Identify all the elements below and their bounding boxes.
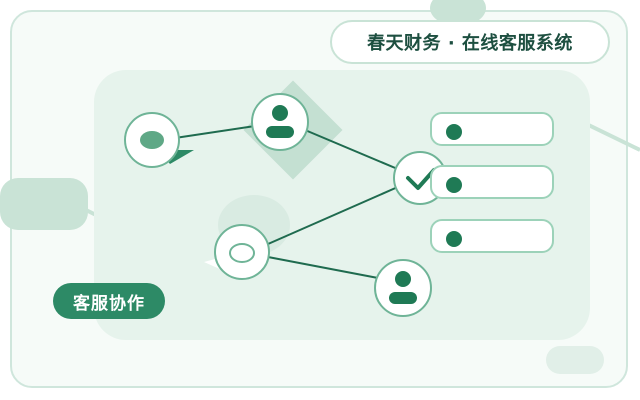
category-badge: 客服协作 xyxy=(53,283,165,319)
connector-2 xyxy=(304,129,401,171)
connector-3 xyxy=(267,185,401,245)
list-dot-icon xyxy=(446,124,462,140)
list-item xyxy=(430,112,554,146)
connector-1 xyxy=(174,125,256,139)
chat-bubble-outline-icon xyxy=(229,243,255,263)
list-item xyxy=(430,219,554,253)
user-node-bottom xyxy=(374,259,432,317)
top-deco-blob xyxy=(430,0,486,26)
list-dot-icon xyxy=(446,177,462,193)
check-icon xyxy=(406,168,436,190)
chat-bubble-node xyxy=(124,112,194,168)
connector-4 xyxy=(267,256,379,279)
chat-bubble-node-lower xyxy=(204,224,270,280)
left-deco-block xyxy=(0,178,88,230)
corner-deco-pill xyxy=(546,346,604,374)
list-dot-icon xyxy=(446,231,462,247)
page-title: 春天财务 · 在线客服系统 xyxy=(330,20,610,64)
list-item xyxy=(430,165,554,199)
user-icon xyxy=(389,271,417,304)
chat-bubble-icon xyxy=(140,131,164,149)
user-node-top xyxy=(251,93,309,151)
user-icon xyxy=(266,105,294,138)
